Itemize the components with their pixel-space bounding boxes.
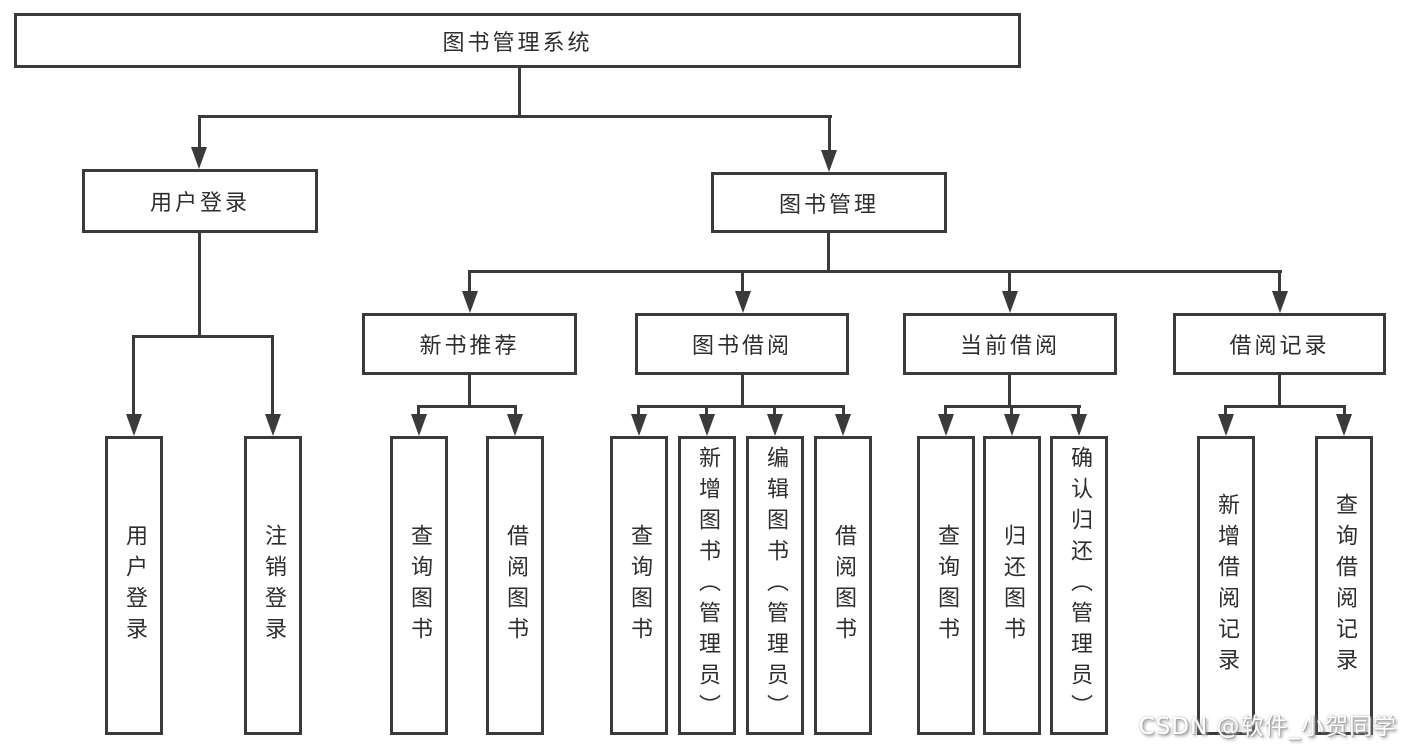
node-current-borrow: 当前借阅 [903, 313, 1117, 375]
connector-line [637, 405, 845, 408]
leaf-add-borrow-record: 新增借阅记录 [1197, 436, 1255, 735]
arrow-down-icon [1336, 414, 1352, 436]
node-book-management-label: 图书管理 [778, 192, 879, 218]
leaf-query-books-recommend-label: 查询图书 [407, 523, 432, 648]
leaf-logout-label: 注销登录 [261, 523, 286, 648]
connector-line [1077, 405, 1080, 416]
leaf-confirm-return-admin-label: 确认归还（管理员） [1067, 446, 1092, 725]
arrow-down-icon [631, 414, 647, 436]
arrow-down-icon [767, 414, 783, 436]
leaf-user-login: 用户登录 [105, 436, 163, 735]
leaf-borrow-books: 借阅图书 [814, 436, 872, 735]
arrow-down-icon [265, 414, 281, 436]
node-book-borrow-label: 图书借阅 [691, 334, 792, 359]
leaf-return-books: 归还图书 [983, 436, 1041, 735]
leaf-borrow-books-recommend-label: 借阅图书 [503, 523, 528, 648]
connector-line [1010, 405, 1013, 416]
arrow-down-icon [821, 150, 837, 172]
connector-line [1008, 375, 1011, 408]
leaf-query-books-current-label: 查询图书 [934, 523, 959, 648]
arrow-down-icon [699, 414, 715, 436]
arrow-down-icon [507, 414, 523, 436]
node-new-book-recommend-label: 新书推荐 [419, 334, 520, 359]
connector-line [741, 270, 744, 291]
leaf-query-books-recommend: 查询图书 [390, 436, 448, 735]
leaf-add-book-admin: 新增图书（管理员） [678, 436, 736, 735]
connector-line [468, 270, 471, 291]
connector-line [198, 115, 832, 118]
connector-line [417, 405, 420, 416]
arrow-down-icon [735, 291, 751, 313]
leaf-borrow-books-recommend: 借阅图书 [486, 436, 544, 735]
connector-line [842, 405, 845, 416]
leaf-logout: 注销登录 [244, 436, 302, 735]
leaf-add-book-admin-label: 新增图书（管理员） [695, 446, 720, 725]
leaf-borrow-books-label: 借阅图书 [831, 523, 856, 648]
connector-line [468, 375, 471, 408]
connector-line [1008, 270, 1011, 291]
connector-line [514, 405, 517, 416]
arrow-down-icon [938, 414, 954, 436]
node-borrow-records: 借阅记录 [1173, 313, 1386, 375]
arrow-down-icon [462, 291, 478, 313]
node-book-borrow: 图书借阅 [635, 313, 849, 375]
leaf-query-books-current: 查询图书 [917, 436, 975, 735]
connector-line [828, 115, 831, 151]
arrow-down-icon [411, 414, 427, 436]
connector-line [1224, 405, 1346, 408]
arrow-down-icon [1002, 291, 1018, 313]
connector-line [468, 270, 1282, 273]
leaf-edit-book-admin: 编辑图书（管理员） [746, 436, 804, 735]
connector-line [1224, 405, 1227, 416]
arrow-down-icon [1272, 291, 1288, 313]
node-root-label: 图书管理系统 [442, 30, 593, 56]
leaf-edit-book-admin-label: 编辑图书（管理员） [763, 446, 788, 725]
connector-line [1343, 405, 1346, 416]
connector-line [417, 405, 517, 408]
arrow-down-icon [126, 414, 142, 436]
leaf-query-books-borrow-label: 查询图书 [627, 523, 652, 648]
arrow-down-icon [1071, 414, 1087, 436]
leaf-return-books-label: 归还图书 [1000, 523, 1025, 648]
connector-line [741, 375, 744, 408]
node-user-login: 用户登录 [82, 169, 318, 233]
leaf-query-books-borrow: 查询图书 [610, 436, 668, 735]
node-new-book-recommend: 新书推荐 [362, 313, 577, 375]
leaf-user-login-label: 用户登录 [122, 523, 147, 648]
arrow-down-icon [1218, 414, 1234, 436]
connector-line [1278, 270, 1281, 291]
node-root: 图书管理系统 [14, 13, 1021, 68]
connector-line [944, 405, 947, 416]
connector-line [132, 335, 274, 338]
leaf-confirm-return-admin: 确认归还（管理员） [1050, 436, 1108, 735]
arrow-down-icon [835, 414, 851, 436]
arrow-down-icon [191, 147, 207, 169]
node-user-login-label: 用户登录 [149, 191, 250, 216]
connector-line [518, 68, 521, 118]
connector-line [271, 335, 274, 416]
watermark: CSDN @软件_小贺同学 [1138, 714, 1397, 740]
connector-line [773, 405, 776, 416]
node-borrow-records-label: 借阅记录 [1229, 334, 1330, 359]
leaf-query-borrow-record-label: 查询借阅记录 [1332, 492, 1357, 679]
node-book-management: 图书管理 [711, 172, 947, 233]
connector-line [1278, 375, 1281, 408]
connector-line [132, 335, 135, 416]
arrow-down-icon [1004, 414, 1020, 436]
connector-line [637, 405, 640, 416]
leaf-query-borrow-record: 查询借阅记录 [1315, 436, 1373, 735]
connector-line [198, 115, 201, 148]
connector-line [827, 233, 830, 273]
leaf-add-borrow-record-label: 新增借阅记录 [1214, 492, 1239, 679]
node-current-borrow-label: 当前借阅 [959, 334, 1060, 359]
connector-line [198, 233, 201, 338]
connector-line [705, 405, 708, 416]
